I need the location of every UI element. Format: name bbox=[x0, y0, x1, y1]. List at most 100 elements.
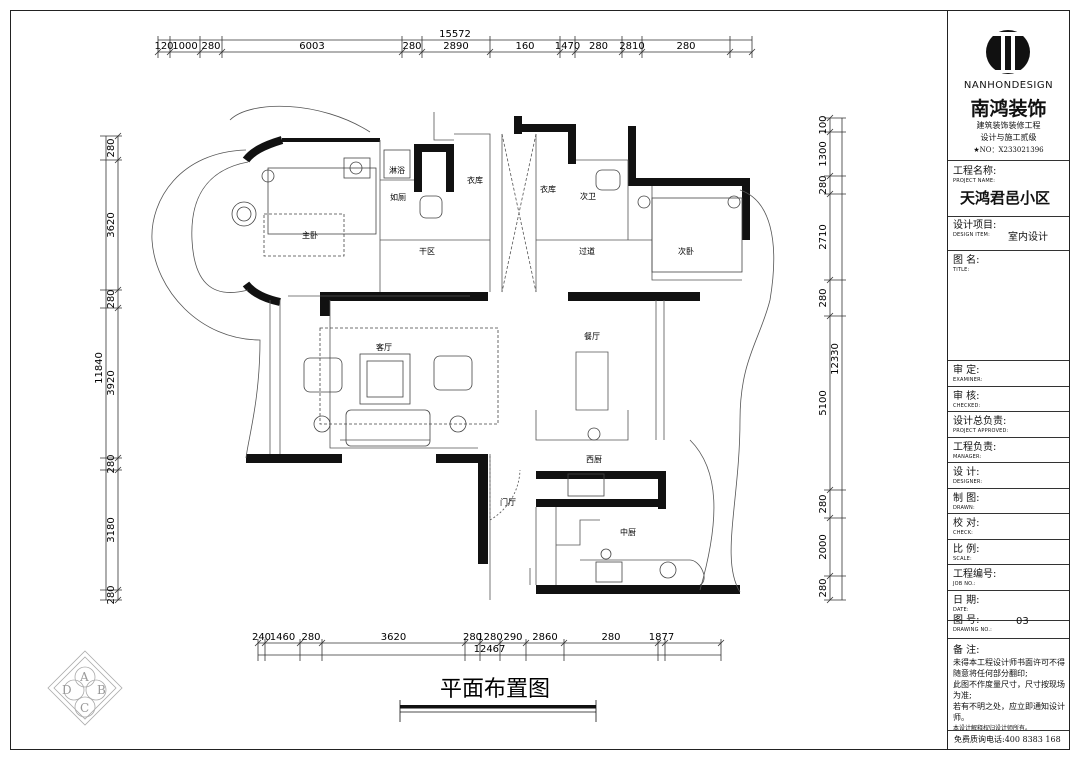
room-label-dry-zone: 干区 bbox=[419, 247, 435, 256]
room-label-foyer: 门厅 bbox=[500, 497, 516, 507]
bottom_dims-total: 12467 bbox=[474, 644, 506, 655]
title-block: NANHONDESIGN 南鸿装饰 建筑装饰装修工程 设计与施工贰级 ★NO：X… bbox=[947, 10, 1070, 750]
note-line: 若有不明之处，应立即通知设计师。 bbox=[953, 702, 1065, 722]
top_dims-label: 1000 bbox=[172, 41, 197, 52]
drawing-title-group: 平面布置图 bbox=[399, 677, 597, 722]
room-label-wardrobe-1: 衣库 bbox=[467, 175, 483, 185]
field-label: 工程编号: bbox=[953, 569, 997, 580]
drawing-no-label: 图 号: bbox=[953, 615, 980, 626]
field-label-en: JOB NO.: bbox=[953, 581, 976, 587]
left_dims-label: 3180 bbox=[106, 517, 117, 542]
drawing-no-label-en: DRAWING NO.: bbox=[953, 627, 993, 633]
top_dims-label: 280 bbox=[201, 41, 220, 52]
field-label-en: CHECK: bbox=[953, 530, 974, 536]
top_dims-label: 1470 bbox=[555, 41, 580, 52]
field-label-en: CHECKED: bbox=[953, 402, 981, 409]
top_dims-label: 2810 bbox=[619, 41, 644, 52]
logo-text: NANHONDESIGN bbox=[963, 80, 1054, 91]
room-label-toilet: 如厕 bbox=[390, 192, 406, 202]
company-tagline-2: 设计与施工贰级 bbox=[980, 133, 1037, 142]
room-label-shower: 淋浴 bbox=[389, 165, 405, 175]
room-labels: 主卧淋浴如厕衣库衣库次卫干区过道次卧客厅餐厅西厨门厅中厨 bbox=[302, 165, 694, 537]
field-label: 设计总负责: bbox=[953, 416, 1007, 427]
company-tagline-1: 建筑装饰装修工程 bbox=[976, 121, 1041, 130]
bottom_dims-label: 280 bbox=[301, 632, 320, 643]
company-license: ★NO：X233021396 bbox=[973, 146, 1044, 154]
note-line: 本设计解释权归设计师所有。 bbox=[953, 725, 1032, 732]
furniture bbox=[231, 149, 743, 583]
right_dims-label: 280 bbox=[818, 175, 829, 194]
field-label: 比 例: bbox=[953, 543, 980, 555]
right_dims-label: 1300 bbox=[818, 141, 829, 166]
bottom_dims-label: 3620 bbox=[381, 632, 406, 643]
right_dims-label: 280 bbox=[818, 288, 829, 307]
company-name: 南鸿装饰 bbox=[970, 98, 1047, 120]
field-label-en: PROJECT APPROVED: bbox=[953, 428, 1009, 434]
left_dims-label: 3920 bbox=[106, 370, 117, 395]
top_dims-label: 280 bbox=[676, 41, 695, 52]
drawing-title-label: 图 名: bbox=[953, 255, 980, 266]
drawing-title-label-en: TITLE: bbox=[953, 267, 970, 273]
field-label-en: MANAGER: bbox=[953, 453, 982, 460]
room-label-living: 客厅 bbox=[376, 342, 392, 352]
room-label-second-bath: 次卫 bbox=[580, 191, 596, 201]
top_dims-label: 160 bbox=[515, 41, 534, 52]
room-label-chinese-kitchen: 中厨 bbox=[620, 527, 636, 537]
design-item-value: 室内设计 bbox=[1008, 232, 1048, 243]
abcd-seal: A B C D bbox=[47, 650, 123, 726]
room-label-second-bed: 次卧 bbox=[678, 246, 694, 256]
bottom_dims-label: 280 bbox=[601, 632, 620, 643]
room-label-western-kitchen: 西厨 bbox=[586, 455, 602, 464]
project-name-value: 天鸿君邑小区 bbox=[960, 189, 1051, 207]
field-label: 审 定: bbox=[953, 365, 980, 376]
field-label-en: DRAWN: bbox=[953, 504, 975, 511]
left_dims-label: 280 bbox=[106, 289, 117, 308]
field-label: 设 计: bbox=[953, 467, 980, 478]
field-label: 日 期: bbox=[953, 594, 980, 606]
dimension-lines bbox=[100, 36, 846, 661]
project-name-label: 工程名称: bbox=[953, 166, 997, 177]
bottom_dims-label: 240 bbox=[252, 632, 271, 643]
hotline: 免费质询电话:400 8383 168 bbox=[954, 735, 1061, 744]
right_dims-label: 100 bbox=[818, 115, 829, 134]
field-label: 工程负责: bbox=[953, 441, 997, 453]
left_dims-label: 280 bbox=[106, 138, 117, 157]
company-logo bbox=[985, 24, 1031, 80]
right_dims-total: 12330 bbox=[830, 343, 841, 375]
note-line: 此图不作度量尺寸，尺寸按现场为准; bbox=[953, 680, 1065, 700]
room-label-wardrobe-2: 衣库 bbox=[540, 184, 556, 194]
left_dims-total: 11840 bbox=[94, 352, 105, 384]
right_dims-label: 2710 bbox=[818, 224, 829, 249]
project-name-label-en: PROJECT NAME: bbox=[953, 178, 996, 184]
notes-text: 未得本工程设计师书面许可不得随意将任何部分翻印; 此图不作度量尺寸，尺寸按现场为… bbox=[953, 657, 1067, 734]
top_dims-total: 15572 bbox=[439, 29, 471, 40]
right_dims-label: 280 bbox=[818, 578, 829, 597]
note-line: 未得本工程设计师书面许可不得随意将任何部分翻印; bbox=[953, 658, 1065, 678]
drawing-sheet bbox=[10, 10, 1070, 750]
field-label-en: DESIGNER: bbox=[953, 479, 983, 485]
notes-label: 备 注: bbox=[953, 645, 980, 656]
right_dims-label: 280 bbox=[818, 494, 829, 513]
field-label-en: DATE: bbox=[953, 606, 969, 613]
field-label: 校 对: bbox=[953, 518, 980, 529]
bottom_dims-label: 1460 bbox=[270, 632, 295, 643]
left_dims-label: 280 bbox=[106, 585, 117, 604]
seal-letter-d: D bbox=[62, 683, 72, 697]
bottom_dims-label: 1877 bbox=[649, 632, 674, 643]
bottom_dims-label: 280 bbox=[463, 632, 482, 643]
drawing-no-value: 03 bbox=[1016, 616, 1029, 627]
top_dims-label: 6003 bbox=[299, 41, 324, 52]
bottom_dims-label: 2860 bbox=[532, 632, 557, 643]
right_dims-label: 5100 bbox=[818, 390, 829, 415]
top_dims-label: 120 bbox=[154, 41, 173, 52]
top_dims-label: 280 bbox=[589, 41, 608, 52]
seal-letter-a: A bbox=[79, 670, 89, 684]
field-label-en: EXAMINER: bbox=[953, 377, 983, 383]
field-label: 制 图: bbox=[953, 492, 980, 504]
room-label-master-bed: 主卧 bbox=[302, 230, 318, 240]
top_dims-label: 2890 bbox=[443, 41, 468, 52]
right_dims-label: 2000 bbox=[818, 534, 829, 559]
field-label-en: SCALE: bbox=[953, 555, 972, 562]
